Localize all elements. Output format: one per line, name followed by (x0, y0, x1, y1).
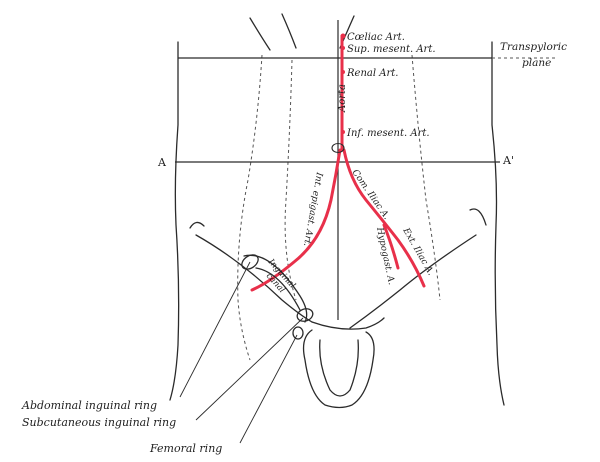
sup-mesent-label: Sup. mesent. Art. (347, 44, 436, 55)
arteries (250, 33, 426, 292)
body-outline (169, 13, 505, 409)
femoral-ring-leader (239, 334, 298, 444)
umbilicus (331, 142, 345, 154)
dashed-left-lateral-line (237, 54, 263, 361)
thigh-right (469, 208, 487, 226)
hypogastric-artery (382, 223, 400, 270)
pubic-line (311, 317, 385, 330)
femoral-ring (292, 326, 304, 340)
neck-left-inner (281, 13, 297, 49)
plane-left-label: A (157, 156, 167, 169)
abdominal-ring-leader (179, 261, 251, 398)
penis (319, 339, 359, 397)
groin-right (349, 234, 477, 329)
inguinal-canal-outline (243, 254, 308, 323)
scrotum (302, 329, 375, 409)
inf-mesent-dot (341, 130, 345, 134)
neck-left (249, 17, 271, 51)
groin-left (195, 234, 313, 323)
coeliac-dot (340, 33, 346, 39)
dashed-right-lateral-line (411, 54, 441, 301)
dashed-left-inner-line (284, 59, 297, 301)
plane-right-label: A' (502, 154, 514, 167)
thigh-left (189, 221, 205, 229)
aorta-label: Aorta (337, 84, 348, 113)
left-common-iliac-artery (250, 148, 342, 292)
femoral-ring-label: Femoral ring (149, 442, 222, 455)
coeliac-label: Cœliac Art. (347, 32, 405, 43)
inguinal-structures (241, 254, 314, 340)
subcutaneous-inguinal-ring (296, 308, 314, 322)
right-common-iliac-artery (342, 148, 426, 288)
subcutaneous-ring-label: Subcutaneous inguinal ring (22, 416, 176, 429)
inf-mesent-label: Inf. mesent. Art. (346, 128, 430, 139)
int-epigast-label: Int. epigast. Art. (301, 170, 324, 247)
renal-label: Renal Art. (346, 68, 398, 79)
abdominal-ring-label: Abdominal inguinal ring (21, 399, 157, 412)
transpyloric-label-2: plane (522, 57, 551, 69)
transpyloric-label-1: Transpyloric (500, 41, 567, 53)
renal-dot (341, 70, 345, 74)
com-iliac-label: Com. Iliac A. (350, 168, 392, 222)
subcutaneous-ring-leader (195, 317, 304, 421)
right-flank (491, 41, 505, 406)
sup-mesent-dot (341, 46, 345, 50)
left-flank (169, 41, 180, 401)
